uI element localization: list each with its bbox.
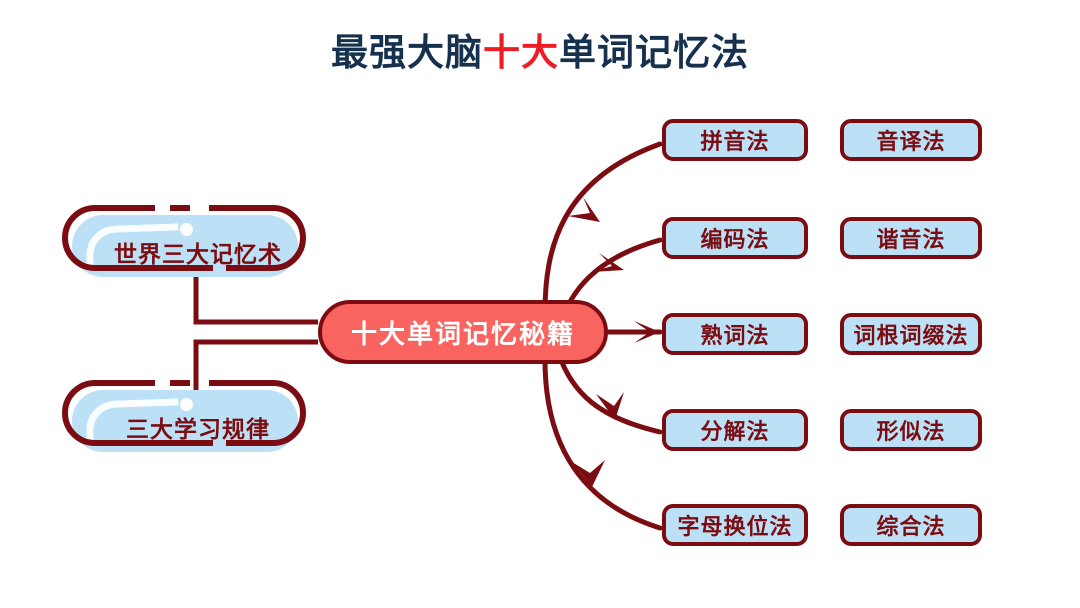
center-node-label: 十大单词记忆秘籍 [350,318,575,349]
leaf-node-cigencizhuifa[interactable]: 词根词缀法 [840,313,982,355]
leaf-label: 谐音法 [876,227,946,252]
title-suffix: 单词记忆法 [559,32,749,73]
title-highlight: 十大 [483,32,559,73]
leaf-label: 综合法 [876,514,946,539]
leaf-label: 拼音法 [700,129,770,154]
arrowhead-4 [596,392,624,420]
link-right-4 [555,349,663,435]
leaf-label: 音译法 [876,129,946,154]
leaf-label: 分解法 [700,419,770,444]
arrowhead-1 [568,197,600,222]
left-branch-label-1: 世界三大记忆术 [114,241,282,267]
pill-outline [62,380,306,446]
link-right-1 [542,141,663,315]
leaf-node-pinyinfa[interactable]: 拼音法 [662,119,808,161]
arrowhead-3 [634,321,660,343]
left-branch-label-2: 三大学习规律 [126,416,270,442]
page-title: 最强大脑十大单词记忆法 [0,22,1080,76]
link-left-2 [193,339,318,398]
leaf-label: 熟词法 [700,323,770,348]
center-node[interactable]: 十大单词记忆秘籍 [318,300,608,364]
title-prefix: 最强大脑 [331,32,483,73]
leaf-node-fenjiefa[interactable]: 分解法 [662,409,808,451]
leaf-label: 形似法 [876,419,946,444]
leaf-label: 字母换位法 [677,514,793,539]
arrowhead-5 [572,460,605,487]
leaf-node-xingsifa[interactable]: 形似法 [840,409,982,451]
link-right-5 [542,357,663,531]
arrowhead-2 [592,253,624,272]
leaf-label: 编码法 [700,227,770,252]
leaf-node-zimuhuanweifa[interactable]: 字母换位法 [662,504,808,546]
pill-gloss-dot [180,223,193,236]
leaf-node-bianmafa[interactable]: 编码法 [662,217,808,259]
pill-outline [62,205,306,271]
arrowheads [568,197,660,487]
left-branch-node-1[interactable]: 世界三大记忆术 [62,205,312,289]
pill-gloss-dot [180,398,193,411]
leaf-node-yinyifa[interactable]: 音译法 [840,119,982,161]
link-left-1 [193,268,318,325]
leaf-label: 词根词缀法 [853,323,969,348]
leaf-node-xieyinfa[interactable]: 谐音法 [840,217,982,259]
leaf-node-shucifa[interactable]: 熟词法 [662,313,808,355]
leaf-node-zonghefa[interactable]: 综合法 [840,504,982,546]
left-branch-node-2[interactable]: 三大学习规律 [62,380,312,464]
